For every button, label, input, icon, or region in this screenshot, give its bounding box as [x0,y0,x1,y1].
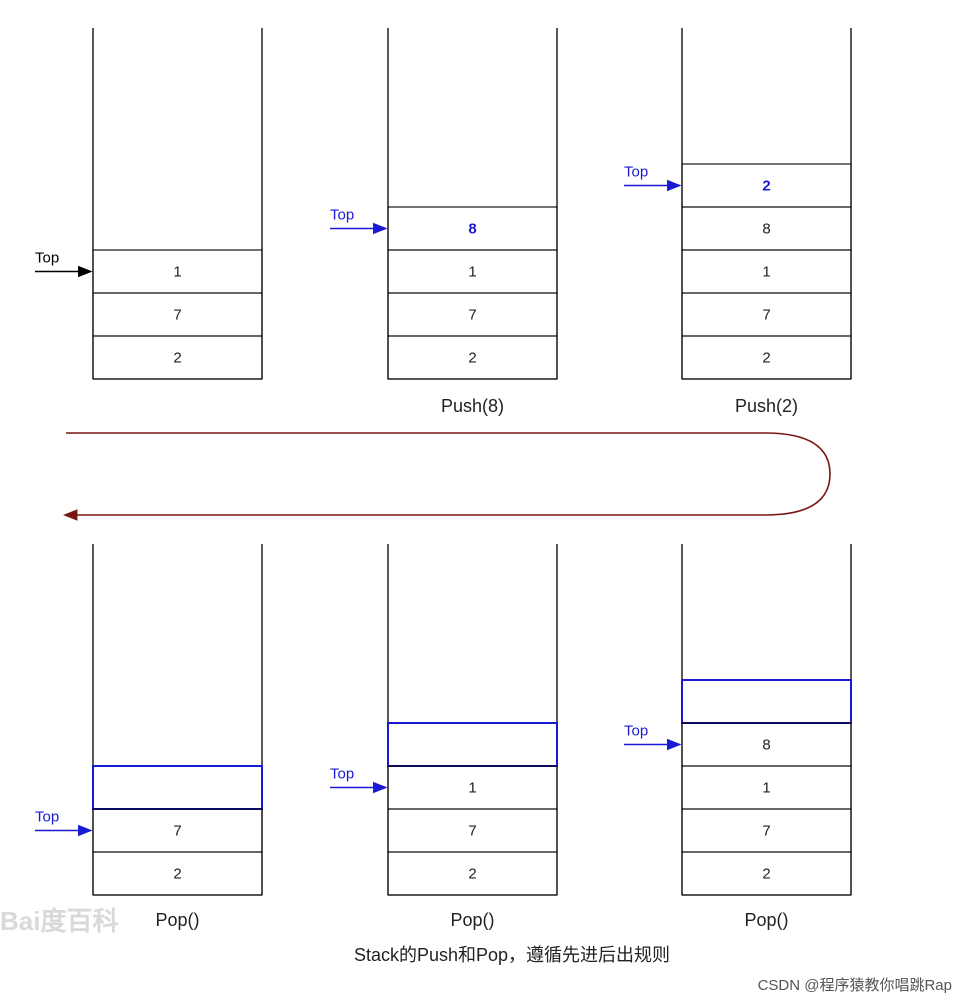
cell-value: 7 [762,823,770,840]
cell-value: 2 [173,350,181,367]
cell-value: 7 [762,307,770,324]
stack-cell [92,335,263,380]
cell-value: 1 [173,264,181,281]
cell-value: 2 [173,866,181,883]
top-pointer-label: Top [35,250,59,267]
cell-value: 8 [468,221,476,238]
cell-value: 1 [762,780,770,797]
popped-cell [681,679,852,724]
cell-value: 8 [762,221,770,238]
operation-caption: Push(8) [441,396,504,416]
operation-caption: Pop() [450,910,494,930]
loop-arrow [63,432,831,521]
cell-value: 1 [762,264,770,281]
csdn-watermark: CSDN @程序猿教你唱跳Rap [758,977,952,994]
stack-cell [681,851,852,896]
stack-cell [681,335,852,380]
baidu-watermark: Bai度百科 [0,906,118,936]
operation-caption: Pop() [744,910,788,930]
stack-cell [92,851,263,896]
cell-value: 7 [468,307,476,324]
cell-value: 7 [173,823,181,840]
cell-value: 2 [468,350,476,367]
diagram-title: Stack的Push和Pop，遵循先进后出规则 [354,945,670,965]
cell-value: 7 [468,823,476,840]
stack-cell [387,335,558,380]
cell-value: 2 [762,350,770,367]
operation-caption: Push(2) [735,396,798,416]
cell-value: 8 [762,737,770,754]
cell-value: 1 [468,780,476,797]
cell-value: 2 [468,866,476,883]
cell-value: 2 [762,178,770,195]
popped-cell [92,765,263,810]
top-pointer-label: Top [35,809,59,826]
popped-cell [387,722,558,767]
top-pointer-label: Top [624,164,648,181]
top-pointer-label: Top [330,766,354,783]
stack-1: 1 7 2 Top [35,28,263,380]
top-pointer-label: Top [330,207,354,224]
cell-value: 7 [173,307,181,324]
top-pointer-label: Top [624,723,648,740]
cell-value: 2 [762,866,770,883]
stack-cell [387,851,558,896]
operation-caption: Pop() [155,910,199,930]
cell-value: 1 [468,264,476,281]
